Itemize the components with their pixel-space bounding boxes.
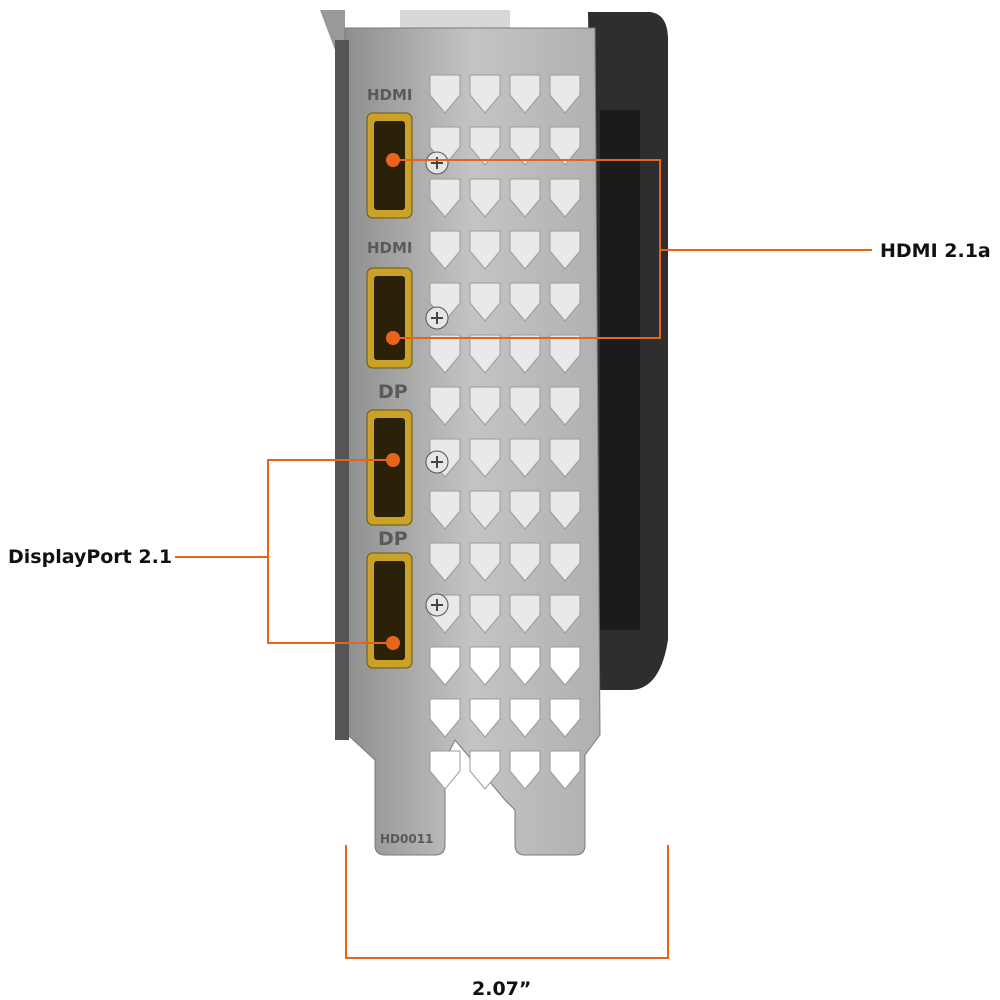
displayport-port [366, 409, 449, 526]
vent-hole [469, 438, 501, 478]
vent-hole [549, 438, 581, 478]
vent-grid [429, 74, 581, 790]
bracket-edge [335, 40, 349, 740]
vent-hole [549, 334, 581, 374]
vent-hole [469, 230, 501, 270]
hdmi-callout-line [393, 159, 872, 339]
width-dimension-label: 2.07” [472, 978, 532, 1000]
part-code: HD0011 [380, 832, 433, 846]
vent-hole [429, 646, 461, 686]
vent-hole [509, 438, 541, 478]
displayport-port [366, 552, 449, 669]
port-label-dp-1: DP [378, 381, 408, 403]
vent-hole [549, 646, 581, 686]
dp-1-marker [386, 453, 400, 467]
vent-hole [429, 178, 461, 218]
vent-hole [509, 490, 541, 530]
vent-hole [509, 542, 541, 582]
port-label-dp-2: DP [378, 528, 408, 550]
vent-hole [549, 282, 581, 322]
vent-hole [429, 698, 461, 738]
vent-hole [469, 126, 501, 166]
vent-hole [469, 334, 501, 374]
vent-hole [429, 230, 461, 270]
vent-hole [429, 334, 461, 374]
vent-hole [549, 126, 581, 166]
shroud-inner [600, 110, 640, 630]
hdmi-2-marker [386, 331, 400, 345]
vent-hole [429, 750, 461, 790]
vent-hole [469, 74, 501, 114]
vent-hole [509, 594, 541, 634]
vent-hole [549, 698, 581, 738]
dp-2-marker [386, 636, 400, 650]
vent-hole [549, 750, 581, 790]
vent-hole [509, 74, 541, 114]
vent-hole [549, 490, 581, 530]
vent-hole [469, 282, 501, 322]
vent-hole [549, 386, 581, 426]
vent-hole [469, 542, 501, 582]
vent-hole [469, 750, 501, 790]
vent-hole [509, 126, 541, 166]
vent-hole [469, 386, 501, 426]
vent-hole [509, 282, 541, 322]
vent-hole [549, 230, 581, 270]
width-dimension-bracket [345, 845, 669, 959]
vent-hole [509, 698, 541, 738]
vent-hole [509, 750, 541, 790]
vent-hole [509, 334, 541, 374]
vent-hole [469, 594, 501, 634]
vent-hole [469, 646, 501, 686]
hdmi-callout-label: HDMI 2.1a [880, 240, 991, 262]
port-label-hdmi-2: HDMI [367, 239, 413, 257]
vent-hole [509, 178, 541, 218]
vent-hole [549, 74, 581, 114]
port-label-hdmi-1: HDMI [367, 86, 413, 104]
vent-hole [509, 646, 541, 686]
vent-hole [549, 542, 581, 582]
vent-hole [549, 594, 581, 634]
hdmi-1-marker [386, 153, 400, 167]
vent-hole [429, 542, 461, 582]
vent-hole [469, 178, 501, 218]
vent-hole [429, 386, 461, 426]
vent-hole [469, 698, 501, 738]
vent-hole [549, 178, 581, 218]
vent-hole [509, 386, 541, 426]
displayport-callout-label: DisplayPort 2.1 [8, 546, 173, 568]
vent-hole [429, 74, 461, 114]
vent-hole [429, 490, 461, 530]
dp-callout-line [175, 459, 393, 644]
vent-hole [509, 230, 541, 270]
vent-hole [469, 490, 501, 530]
